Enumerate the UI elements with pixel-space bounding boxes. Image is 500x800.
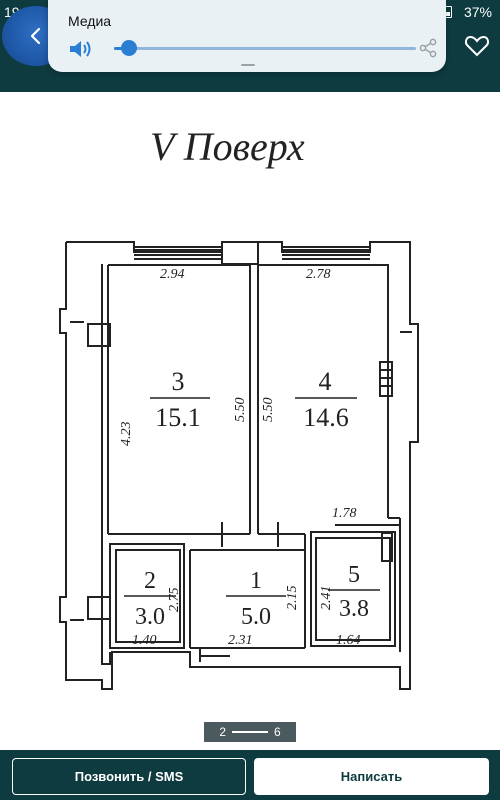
floorplan-drawing: V Поверх	[59, 124, 419, 690]
room-2-area: 3.0	[135, 604, 165, 630]
heart-icon[interactable]	[464, 34, 490, 58]
floor-heading: V Поверх	[150, 124, 305, 169]
top-header: 19:47 37% Медиа	[0, 0, 500, 92]
volume-slider-track[interactable]	[114, 47, 416, 50]
room-4-number: 4	[319, 367, 332, 396]
bottom-action-bar: Позвонить / SMS Написать	[0, 750, 500, 800]
media-volume-panel: Медиа	[48, 0, 446, 72]
room-3-number: 3	[172, 367, 185, 396]
room-5-area: 3.8	[339, 596, 369, 622]
share-icon[interactable]	[418, 38, 438, 58]
room-1-number: 1	[250, 568, 262, 594]
dim-room1-bottom: 2.31	[228, 633, 253, 648]
dim-room5-side: 2.41	[319, 586, 334, 611]
write-message-button[interactable]: Написать	[254, 758, 489, 795]
dim-room3-top: 2.94	[160, 267, 185, 282]
pager-current: 2	[219, 725, 226, 739]
dim-room4-left: 5.50	[261, 398, 276, 423]
listing-image[interactable]: V Поверх	[0, 92, 500, 750]
room-5-number: 5	[348, 562, 360, 588]
dim-room4-bottom: 1.78	[332, 506, 357, 521]
panel-drag-handle[interactable]	[241, 64, 255, 66]
room-1-area: 5.0	[241, 604, 271, 630]
room-3-area: 15.1	[155, 403, 201, 432]
battery-level: 37%	[463, 4, 492, 20]
chevron-left-icon	[30, 27, 41, 45]
dimension-labels: 2.94 2.78 4.23 5.50 5.50 1.78 2.75 1.40 …	[119, 267, 361, 648]
pager-separator	[232, 731, 268, 733]
volume-icon[interactable]	[68, 39, 94, 59]
room-4-area: 14.6	[303, 403, 349, 432]
volume-slider-thumb[interactable]	[121, 40, 138, 56]
dim-room3-right: 5.50	[233, 398, 248, 423]
dim-room2-side: 2.75	[167, 588, 182, 613]
dim-room3-left: 4.23	[119, 422, 134, 447]
dim-room2-bottom: 1.40	[132, 633, 157, 648]
dim-room5-bottom: 1.64	[336, 633, 361, 648]
walls	[59, 241, 419, 690]
dim-room4-top: 2.78	[306, 267, 331, 282]
room-2-number: 2	[144, 568, 156, 594]
dim-room1-side: 2.15	[285, 586, 300, 611]
pager-total: 6	[274, 725, 281, 739]
media-title: Медиа	[68, 13, 112, 29]
call-sms-button[interactable]: Позвонить / SMS	[12, 758, 246, 795]
room-labels: 3 15.1 4 14.6 2 3.0 1 5.0 5 3.8	[124, 367, 380, 630]
image-pager: 2 6	[204, 722, 296, 742]
